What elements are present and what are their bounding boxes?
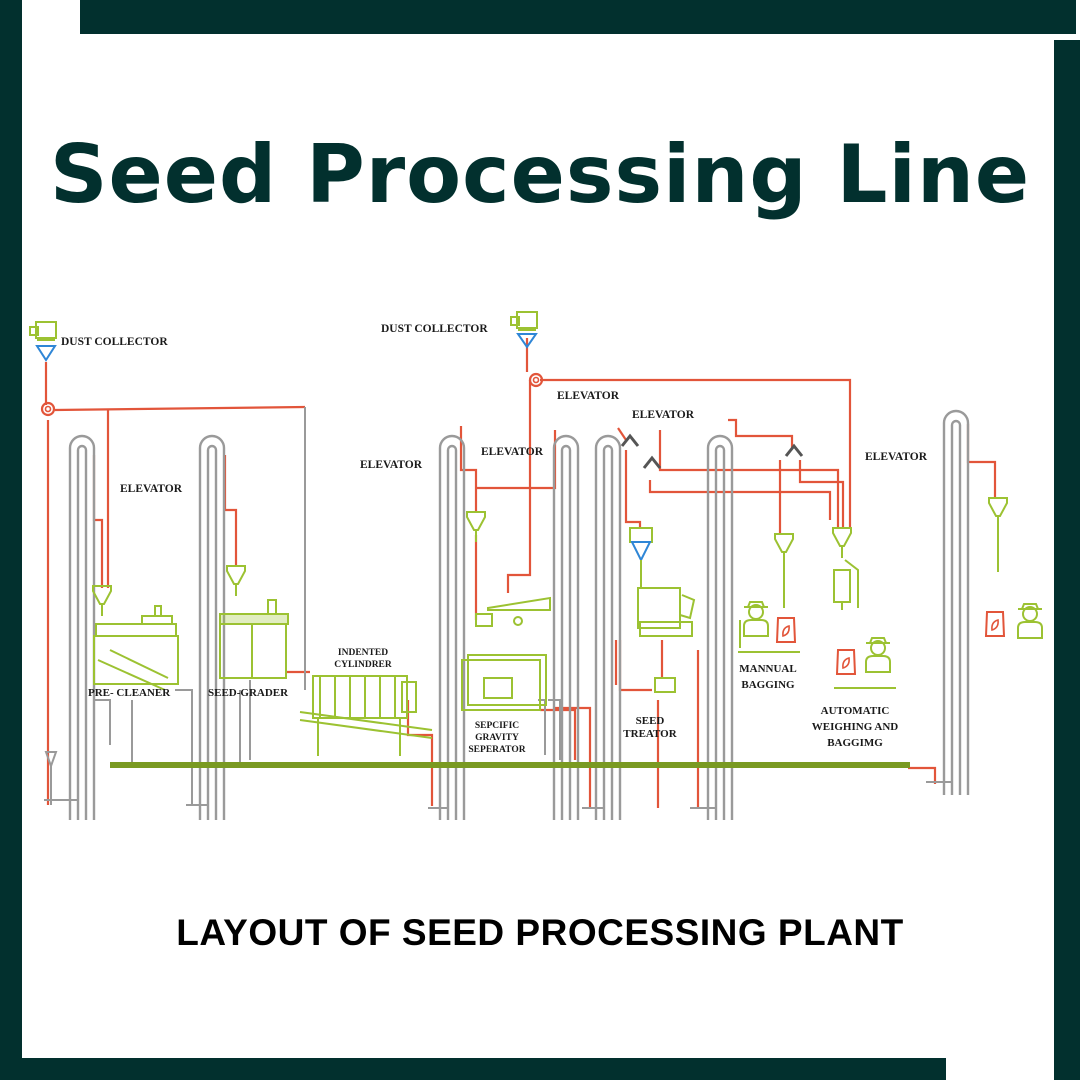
pipe-network bbox=[44, 338, 997, 808]
label-seed-treator-2: TREATOR bbox=[623, 728, 677, 740]
label-auto-bagging-1: AUTOMATIC bbox=[821, 705, 890, 717]
automatic-bagging-station bbox=[832, 527, 896, 689]
label-elevator-6: ELEVATOR bbox=[865, 451, 928, 463]
label-dust-collector-2: DUST COLLECTOR bbox=[381, 323, 488, 335]
final-bagging-station bbox=[985, 497, 1043, 639]
label-pre-cleaner: PRE- CLEANER bbox=[88, 687, 171, 699]
bucket-elevator-icon bbox=[68, 434, 96, 822]
label-seed-grader: SEED-GRADER bbox=[208, 687, 289, 699]
frame-left-bar bbox=[0, 0, 22, 1080]
bucket-elevator-icon bbox=[942, 409, 970, 797]
label-gravity-separator-3: SEPERATOR bbox=[468, 745, 525, 755]
label-elevator-4: ELEVATOR bbox=[557, 390, 620, 402]
diagram-caption: LAYOUT OF SEED PROCESSING PLANT bbox=[176, 912, 904, 953]
cyclone-fan-icon bbox=[528, 372, 544, 388]
label-seed-treator-1: SEED bbox=[636, 715, 665, 727]
label-elevator-5: ELEVATOR bbox=[632, 409, 695, 421]
frame-bottom-bar bbox=[22, 1058, 946, 1080]
label-elevator-2: ELEVATOR bbox=[360, 459, 423, 471]
floor-beam bbox=[110, 762, 910, 768]
label-indented-cylinder-1: INDENTED bbox=[338, 648, 388, 658]
gravity-separator bbox=[461, 511, 551, 711]
manual-bagging-station bbox=[738, 533, 800, 653]
label-manual-bagging-2: BAGGING bbox=[741, 679, 795, 691]
label-auto-bagging-2: WEIGHING AND bbox=[812, 721, 899, 733]
frame-top-bar bbox=[80, 0, 1076, 34]
seed-grader bbox=[219, 565, 289, 679]
frame-right-bar bbox=[1054, 40, 1080, 1080]
indented-cylinder bbox=[299, 675, 433, 756]
label-gravity-separator-1: SEPCIFIC bbox=[475, 721, 519, 731]
label-auto-bagging-3: BAGGIMG bbox=[827, 737, 883, 749]
label-manual-bagging-1: MANNUAL bbox=[739, 663, 796, 675]
label-elevator-1: ELEVATOR bbox=[120, 483, 183, 495]
label-indented-cylinder-2: CYLINDRER bbox=[334, 660, 392, 670]
distributor-head bbox=[620, 433, 804, 469]
dust-collector-icon bbox=[510, 311, 538, 329]
cyclone-fan-icon bbox=[40, 401, 56, 417]
pre-cleaner bbox=[92, 585, 179, 691]
seed-treator bbox=[629, 527, 696, 693]
label-gravity-separator-2: GRAVITY bbox=[475, 733, 519, 743]
page-title: Seed Processing Line bbox=[49, 128, 1031, 221]
dust-collector-icon bbox=[29, 321, 57, 339]
label-elevator-3: ELEVATOR bbox=[481, 446, 544, 458]
label-dust-collector-1: DUST COLLECTOR bbox=[61, 336, 168, 348]
dust-collector-hopper-icon bbox=[35, 345, 57, 362]
